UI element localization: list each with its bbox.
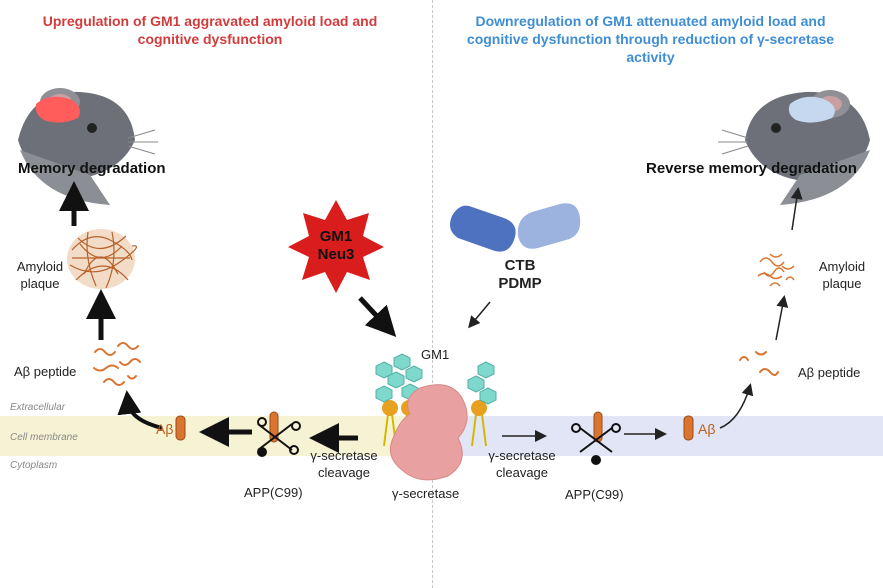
cytoplasm-label: Cytoplasm — [10, 460, 58, 471]
left-pathway-arrows — [59, 181, 116, 340]
right-pathway-arrows — [468, 187, 803, 442]
gm1-lipid-right-icon — [467, 361, 497, 447]
extracellular-label: Extracellular — [10, 402, 66, 413]
star-to-secretase-arrow — [358, 296, 397, 337]
abeta-to-peptide-arrow — [117, 390, 163, 430]
scissors-left-icon — [257, 417, 301, 457]
gm1-neu3-label: GM1 Neu3 — [317, 228, 355, 263]
cleavage-left-label: γ-secretase cleavage — [310, 448, 378, 480]
cleavage-right-label: γ-secretase cleavage — [488, 448, 556, 480]
abeta-peptide-left-label: Aβ peptide — [14, 364, 77, 379]
abeta-left-label: Aβ — [156, 421, 174, 437]
scissors-right-icon — [571, 423, 621, 465]
gm1-neu3-star-icon — [288, 200, 384, 293]
mouse-left-icon — [18, 88, 158, 205]
abeta-rod-right-icon — [683, 415, 694, 441]
amyloid-plaque-right-label: Amyloid plaque — [818, 259, 866, 291]
app-left-label: APP(C99) — [244, 485, 303, 500]
gamma-secretase-label: γ-secretase — [392, 486, 460, 501]
abeta-rod-left-icon — [175, 415, 186, 441]
capsule-icon — [450, 203, 581, 252]
mouse-right-icon — [718, 90, 870, 205]
app-right-label: APP(C99) — [565, 487, 624, 502]
abeta-right-label: Aβ — [698, 421, 716, 437]
ctb-pdmp-label: CTB PDMP — [498, 257, 542, 292]
amyloid-plaque-right-icon — [757, 253, 795, 287]
reverse-memory-label: Reverse memory degradation — [646, 160, 857, 177]
cell-membrane-label: Cell membrane — [10, 432, 78, 443]
left-title: Upregulation of GM1 aggravated amyloid l… — [42, 13, 378, 47]
abeta-peptides-right-icon — [739, 351, 779, 376]
abeta-peptides-left-icon — [93, 342, 141, 386]
amyloid-plaque-left-icon — [67, 229, 138, 289]
amyloid-plaque-left-label: Amyloid plaque — [16, 259, 64, 291]
right-title: Downregulation of GM1 attenuated amyloid… — [466, 13, 835, 65]
gamma-secretase-icon — [389, 384, 468, 481]
gm1-label: GM1 — [421, 347, 450, 362]
abeta-peptide-right-label: Aβ peptide — [798, 365, 861, 380]
left-membrane-arrows — [199, 417, 358, 453]
memory-degradation-label: Memory degradation — [18, 160, 166, 177]
center-divider — [432, 0, 433, 588]
